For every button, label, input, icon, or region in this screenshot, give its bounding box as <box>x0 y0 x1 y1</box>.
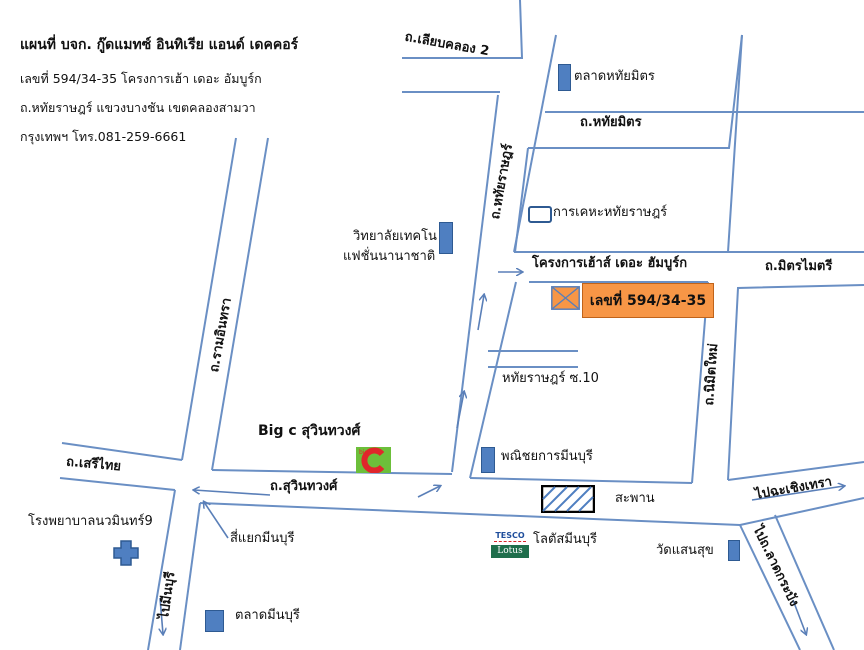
hospital-cross-icon <box>113 540 139 566</box>
office-address-box: เลขที่ 594/34-35 <box>582 283 714 318</box>
road-suwinthawong-north-east <box>469 477 693 484</box>
housing-marker <box>528 206 552 223</box>
road-hathairat-west <box>451 94 499 473</box>
college-marker <box>439 222 453 254</box>
bigc-logo-icon: big <box>359 447 385 474</box>
landmark-college-line1: วิทยาลัยเทคโน <box>353 229 437 244</box>
landmark-commerce-school: พณิชยการมีนบุรี <box>501 449 593 464</box>
bigc-logo: big <box>356 447 391 474</box>
landmark-hospital: โรงพยาบาลนวมินทร์9 <box>28 514 153 529</box>
landmark-housing: การเคหะหทัยราษฎร์ <box>553 205 668 220</box>
road-ramintra-west <box>181 137 237 461</box>
lotus-logo-text: Lotus <box>491 545 529 558</box>
minburi-market-marker <box>205 610 224 632</box>
temple-marker <box>728 540 740 561</box>
road-hathairat-east-lower <box>469 281 517 479</box>
road-housing-west <box>513 147 729 253</box>
road-ramintra-east <box>211 137 269 471</box>
road-hathaimit-bottom <box>528 34 743 149</box>
map-title: แผนที่ บจก. กู๊ดแมทซ์ อินทิเรีย แอนด์ เด… <box>20 37 299 53</box>
road-label-soi10: หทัยราษฎร์ ซ.10 <box>502 371 599 386</box>
road-mitmaitri-top <box>726 34 864 253</box>
landmark-hathaimit-market: ตลาดหทัยมิตร <box>574 69 655 84</box>
address-line-1: เลขที่ 594/34-35 โครงการเฮ้า เดอะ อัมบูร… <box>20 71 262 86</box>
office-location-marker <box>551 286 580 310</box>
road-label-mitmaitri: ถ.มิตรไมตรี <box>765 259 833 274</box>
road-suwinthawong-north <box>211 469 453 475</box>
road-latkrabang-west <box>739 524 801 650</box>
landmark-college-line2: แฟชั่นนานาชาติ <box>343 249 436 264</box>
landmark-tesco-lotus: โลตัสมีนบุรี <box>533 532 598 547</box>
road-latkrabang-east <box>774 514 835 650</box>
road-label-hathaimit: ถ.หทัยมิตร <box>580 115 642 130</box>
market-marker <box>558 64 571 91</box>
bridge-marker <box>541 485 595 513</box>
address-line-2: ถ.หทัยราษฎร์ แขวงบางชัน เขตคลองสามวา <box>20 100 256 115</box>
landmark-minburi-market: ตลาดมีนบุรี <box>235 608 300 623</box>
tesco-logo-text: TESCO <box>495 531 525 540</box>
road-chachoengsao-top <box>727 461 864 481</box>
tesco-lotus-logo: TESCO Lotus <box>491 531 529 559</box>
road-serithai-top <box>61 442 183 461</box>
road-chachoengsao-bottom <box>739 497 864 526</box>
commerce-school-marker <box>481 447 495 473</box>
road-minburi-east <box>179 502 201 650</box>
map-header: แผนที่ บจก. กู๊ดแมทซ์ อินทิเรีย แอนด์ เด… <box>20 34 298 147</box>
road-hathairat-east <box>513 34 557 253</box>
landmark-saensuk-temple: วัดแสนสุข <box>656 543 714 558</box>
road-label-suwinthawong: ถ.สุวินทวงศ์ <box>270 479 338 494</box>
road-mitmaitri-bottom <box>727 284 864 481</box>
landmark-minburi-junction: สี่แยกมีนบุรี <box>230 531 295 546</box>
road-khlong2 <box>402 0 524 59</box>
road-minburi-west <box>147 489 176 650</box>
road-serithai-bottom <box>59 477 176 491</box>
landmark-bigc: Big c สุวินทวงศ์ <box>258 423 361 439</box>
address-line-3: กรุงเทพฯ โทร.081-259-6661 <box>20 129 187 144</box>
landmark-bridge: สะพาน <box>615 491 655 506</box>
project-label: โครงการเฮ้าส์ เดอะ ฮัมบูร์ก <box>532 256 688 271</box>
road-suwinthawong-south <box>199 502 741 526</box>
bigc-logo-text: big <box>359 449 368 456</box>
